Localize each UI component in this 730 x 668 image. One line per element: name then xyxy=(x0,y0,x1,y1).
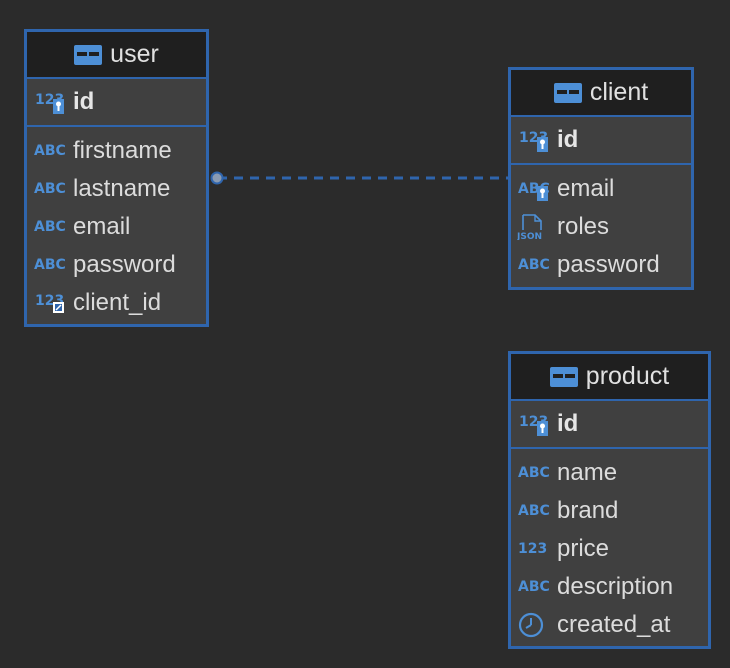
column-name: client_id xyxy=(73,289,162,316)
column-row[interactable]: ABC email xyxy=(27,208,206,246)
column-row[interactable]: created_at xyxy=(511,606,708,644)
primary-key-row[interactable]: 123 id xyxy=(27,79,206,127)
entity-header[interactable]: user xyxy=(27,32,206,79)
text-type-icon: ABC xyxy=(518,579,550,595)
column-row[interactable]: ABC lastname xyxy=(27,170,206,208)
svg-text:ABC: ABC xyxy=(34,143,66,159)
column-name: id xyxy=(73,88,95,115)
column-name: password xyxy=(557,251,660,278)
entity-header[interactable]: client xyxy=(511,70,691,117)
table-icon xyxy=(74,44,103,65)
column-row[interactable]: ABC email xyxy=(511,170,691,208)
column-row[interactable]: 123 price xyxy=(511,530,708,568)
foreign-key-icon: 123 xyxy=(35,293,64,313)
entity-product[interactable]: product 123 id ABC name ABC brand 123 pr… xyxy=(508,351,711,649)
table-icon xyxy=(553,82,582,103)
column-row[interactable]: ABC name xyxy=(511,454,708,492)
text-type-icon: ABC xyxy=(518,503,550,519)
entity-header[interactable]: product xyxy=(511,354,708,401)
svg-text:ABC: ABC xyxy=(518,503,550,519)
numeric-key-icon: 123 xyxy=(519,130,548,152)
entity-user[interactable]: user 123 id ABC firstname ABC lastname A… xyxy=(24,29,209,327)
column-row[interactable]: ABC password xyxy=(27,246,206,284)
json-file-icon: JSON xyxy=(517,214,542,240)
column-name: password xyxy=(73,251,176,278)
numeric-key-icon: 123 xyxy=(35,92,64,114)
column-name: firstname xyxy=(73,137,172,164)
clock-icon xyxy=(518,612,544,638)
column-name: id xyxy=(557,126,579,153)
unique-text-key-icon: ABC xyxy=(518,181,550,201)
column-name: lastname xyxy=(73,175,171,202)
entity-title: user xyxy=(110,40,159,68)
column-row[interactable]: ABC description xyxy=(511,568,708,606)
column-name: name xyxy=(557,459,618,486)
numeric-type-icon: 123 xyxy=(518,541,547,557)
primary-key-row[interactable]: 123 id xyxy=(511,117,691,165)
svg-text:JSON: JSON xyxy=(517,232,542,240)
svg-text:ABC: ABC xyxy=(518,465,550,481)
text-type-icon: ABC xyxy=(34,219,66,235)
text-type-icon: ABC xyxy=(34,143,66,159)
column-row[interactable]: 123 client_id xyxy=(27,284,206,322)
text-type-icon: ABC xyxy=(518,257,550,273)
column-name: brand xyxy=(557,497,619,524)
column-row[interactable]: JSON roles xyxy=(511,208,691,246)
table-icon xyxy=(549,366,578,387)
text-type-icon: ABC xyxy=(34,181,66,197)
column-row[interactable]: ABC password xyxy=(511,246,691,284)
column-name: id xyxy=(557,410,579,437)
svg-text:ABC: ABC xyxy=(518,579,550,595)
column-name: description xyxy=(557,573,674,600)
svg-text:ABC: ABC xyxy=(34,181,66,197)
column-name: price xyxy=(557,535,610,562)
numeric-key-icon: 123 xyxy=(519,414,548,436)
relationship-endpoint[interactable] xyxy=(210,171,224,185)
column-row[interactable]: ABC brand xyxy=(511,492,708,530)
column-name: created_at xyxy=(557,611,671,638)
entity-title: client xyxy=(589,78,649,106)
column-row[interactable]: ABC firstname xyxy=(27,132,206,170)
svg-text:ABC: ABC xyxy=(518,257,550,273)
column-name: roles xyxy=(557,213,610,240)
entity-title: product xyxy=(585,362,670,390)
text-type-icon: ABC xyxy=(34,257,66,273)
svg-text:ABC: ABC xyxy=(34,257,66,273)
primary-key-row[interactable]: 123 id xyxy=(511,401,708,449)
svg-text:123: 123 xyxy=(518,541,547,557)
column-name: email xyxy=(557,175,615,202)
svg-text:ABC: ABC xyxy=(34,219,66,235)
entity-client[interactable]: client 123 id ABC email JSON xyxy=(508,67,694,290)
text-type-icon: ABC xyxy=(518,465,550,481)
column-name: email xyxy=(73,213,131,240)
